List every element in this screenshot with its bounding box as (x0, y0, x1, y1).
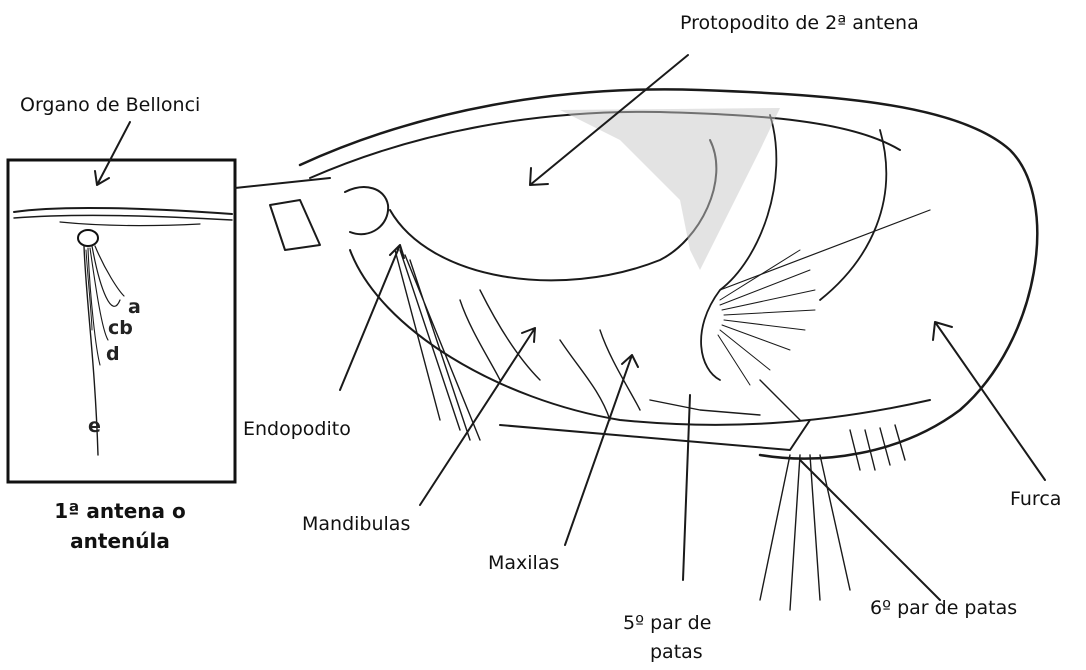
label-maxilas: Maxilas (488, 552, 559, 574)
inset-letter-cb: cb (108, 317, 133, 339)
label-6par: 6º par de patas (870, 597, 1017, 619)
label-organo-bellonci: Organo de Bellonci (20, 94, 200, 116)
inset-letter-e: e (88, 415, 101, 437)
pointer-mandibulas (420, 328, 535, 505)
pointer-lines (95, 55, 1045, 600)
pointer-6par (800, 460, 940, 600)
inset-letter-d: d (106, 343, 120, 365)
connector-line (235, 178, 330, 188)
pointer-5par (683, 395, 690, 580)
label-5par-line1: 5º par de (623, 612, 711, 634)
pointer-furca (933, 322, 1045, 480)
label-antena-line1: 1ª antena o (30, 497, 210, 525)
pointer-maxilas (565, 355, 638, 545)
label-antena-line2: antenúla (30, 527, 210, 555)
inset-letter-a: a (128, 296, 141, 318)
label-endopodito: Endopodito (243, 418, 351, 440)
label-furca: Furca (1010, 488, 1061, 510)
label-protopodito: Protopodito de 2ª antena (680, 12, 919, 34)
pointer-endopodito (340, 245, 404, 390)
label-5par-line2: patas (650, 641, 703, 663)
label-mandibulas: Mandibulas (302, 513, 410, 535)
